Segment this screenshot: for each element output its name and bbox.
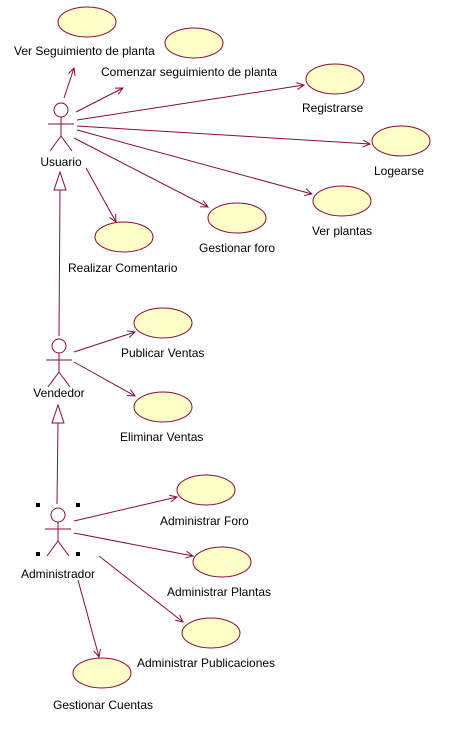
actor-head [50, 507, 66, 523]
use-case-label: Realizar Comentario [68, 261, 178, 275]
use-case-ellipse[interactable] [312, 185, 372, 217]
use-case-ellipse[interactable] [72, 657, 132, 689]
arrowhead [175, 614, 184, 623]
association-usuario-registrarse[interactable] [76, 82, 306, 121]
selection-handle[interactable] [36, 503, 40, 507]
actor-administrador[interactable]: Administrador [21, 503, 95, 581]
use-case-label: Registrarse [302, 101, 364, 115]
association-usuario-ver-plantas[interactable] [76, 129, 314, 196]
generalization-arrowhead [53, 170, 67, 191]
use-case-label: Administrar Foro [160, 514, 249, 528]
generalization-arrowhead [51, 403, 65, 424]
use-case-label: Logearse [374, 164, 424, 178]
arrowhead [296, 82, 306, 90]
use-case-label: Administrar Plantas [167, 585, 271, 599]
association-administrador-administrar-plantas[interactable] [73, 532, 195, 559]
arrowhead [199, 200, 210, 208]
arrowhead [185, 550, 195, 559]
arrowhead [93, 649, 101, 659]
use-case-gestionar-cuentas[interactable]: Gestionar Cuentas [53, 657, 153, 712]
actor-vendedor[interactable]: Vendedor [33, 338, 85, 400]
use-case-ellipse[interactable] [181, 617, 241, 649]
generalization-vendedor-usuario[interactable] [53, 170, 67, 337]
use-case-label: Ver plantas [312, 224, 372, 238]
actor-usuario[interactable]: Usuario [40, 102, 82, 169]
use-case-administrar-plantas[interactable]: Administrar Plantas [167, 546, 271, 599]
association-usuario-realizar-comentario[interactable] [85, 167, 117, 224]
actor-head [53, 102, 69, 118]
use-case-logearse[interactable]: Logearse [371, 125, 431, 178]
use-case-ver-plantas[interactable]: Ver plantas [312, 185, 372, 238]
association-usuario-gestionar-foro[interactable] [73, 137, 210, 208]
use-case-label: Publicar Ventas [121, 346, 204, 360]
arrowhead [114, 87, 125, 95]
use-case-label: Comenzar seguimiento de planta [101, 65, 277, 79]
use-case-registrarse[interactable]: Registrarse [302, 63, 365, 115]
actor-head [51, 338, 67, 354]
use-case-eliminar-ventas[interactable]: Eliminar Ventas [120, 391, 203, 444]
use-case-ellipse[interactable] [192, 546, 252, 578]
use-case-ellipse[interactable] [57, 6, 117, 38]
association-vendedor-publicar-ventas[interactable] [73, 330, 137, 353]
association-usuario-comenzar-seguimiento[interactable] [75, 87, 125, 113]
use-case-publicar-ventas[interactable]: Publicar Ventas [121, 307, 204, 360]
selection-handle[interactable] [76, 503, 80, 507]
selection-handle[interactable] [76, 552, 80, 556]
actor-label: Administrador [21, 567, 95, 581]
use-case-ellipse[interactable] [164, 27, 224, 59]
use-case-ellipse[interactable] [371, 125, 431, 157]
edges-layer [51, 66, 372, 659]
use-case-ellipse[interactable] [94, 221, 154, 253]
actor-label: Vendedor [33, 386, 84, 400]
arrowhead [68, 66, 76, 76]
use-case-label: Gestionar foro [199, 241, 275, 255]
arrowhead [169, 494, 179, 503]
arrowhead [109, 213, 117, 224]
association-administrador-administrar-publicaciones[interactable] [98, 555, 184, 623]
use-case-label: Eliminar Ventas [120, 430, 203, 444]
use-case-label: Ver Seguimiento de planta [14, 44, 155, 58]
association-administrador-gestionar-cuentas[interactable] [77, 579, 101, 659]
use-case-administrar-foro[interactable]: Administrar Foro [160, 474, 249, 528]
use-case-ellipse[interactable] [207, 202, 267, 234]
use-case-ellipse[interactable] [133, 307, 193, 339]
use-case-ellipse[interactable] [305, 63, 365, 95]
use-case-label: Administrar Publicaciones [137, 656, 275, 670]
actor-label: Usuario [40, 155, 82, 169]
arrowhead [304, 188, 314, 196]
association-usuario-logearse[interactable] [76, 125, 372, 148]
use-case-label: Gestionar Cuentas [53, 698, 153, 712]
use-case-ellipse[interactable] [133, 391, 193, 423]
use-case-realizar-comentario[interactable]: Realizar Comentario [68, 221, 178, 275]
association-usuario-ver-seguimiento[interactable] [63, 66, 76, 99]
association-administrador-administrar-foro[interactable] [73, 494, 179, 522]
arrowhead [126, 389, 137, 397]
use-case-comenzar-seguimiento[interactable]: Comenzar seguimiento de planta [101, 27, 277, 79]
arrowhead [127, 330, 137, 338]
generalization-administrador-vendedor[interactable] [51, 403, 65, 505]
arrowhead [362, 139, 372, 148]
use-case-gestionar-foro[interactable]: Gestionar foro [199, 202, 275, 255]
association-vendedor-eliminar-ventas[interactable] [73, 361, 137, 397]
selection-handle[interactable] [36, 552, 40, 556]
use-case-administrar-publicaciones[interactable]: Administrar Publicaciones [137, 617, 275, 670]
use-case-ellipse[interactable] [176, 474, 236, 506]
use-case-ver-seguimiento[interactable]: Ver Seguimiento de planta [14, 6, 155, 58]
